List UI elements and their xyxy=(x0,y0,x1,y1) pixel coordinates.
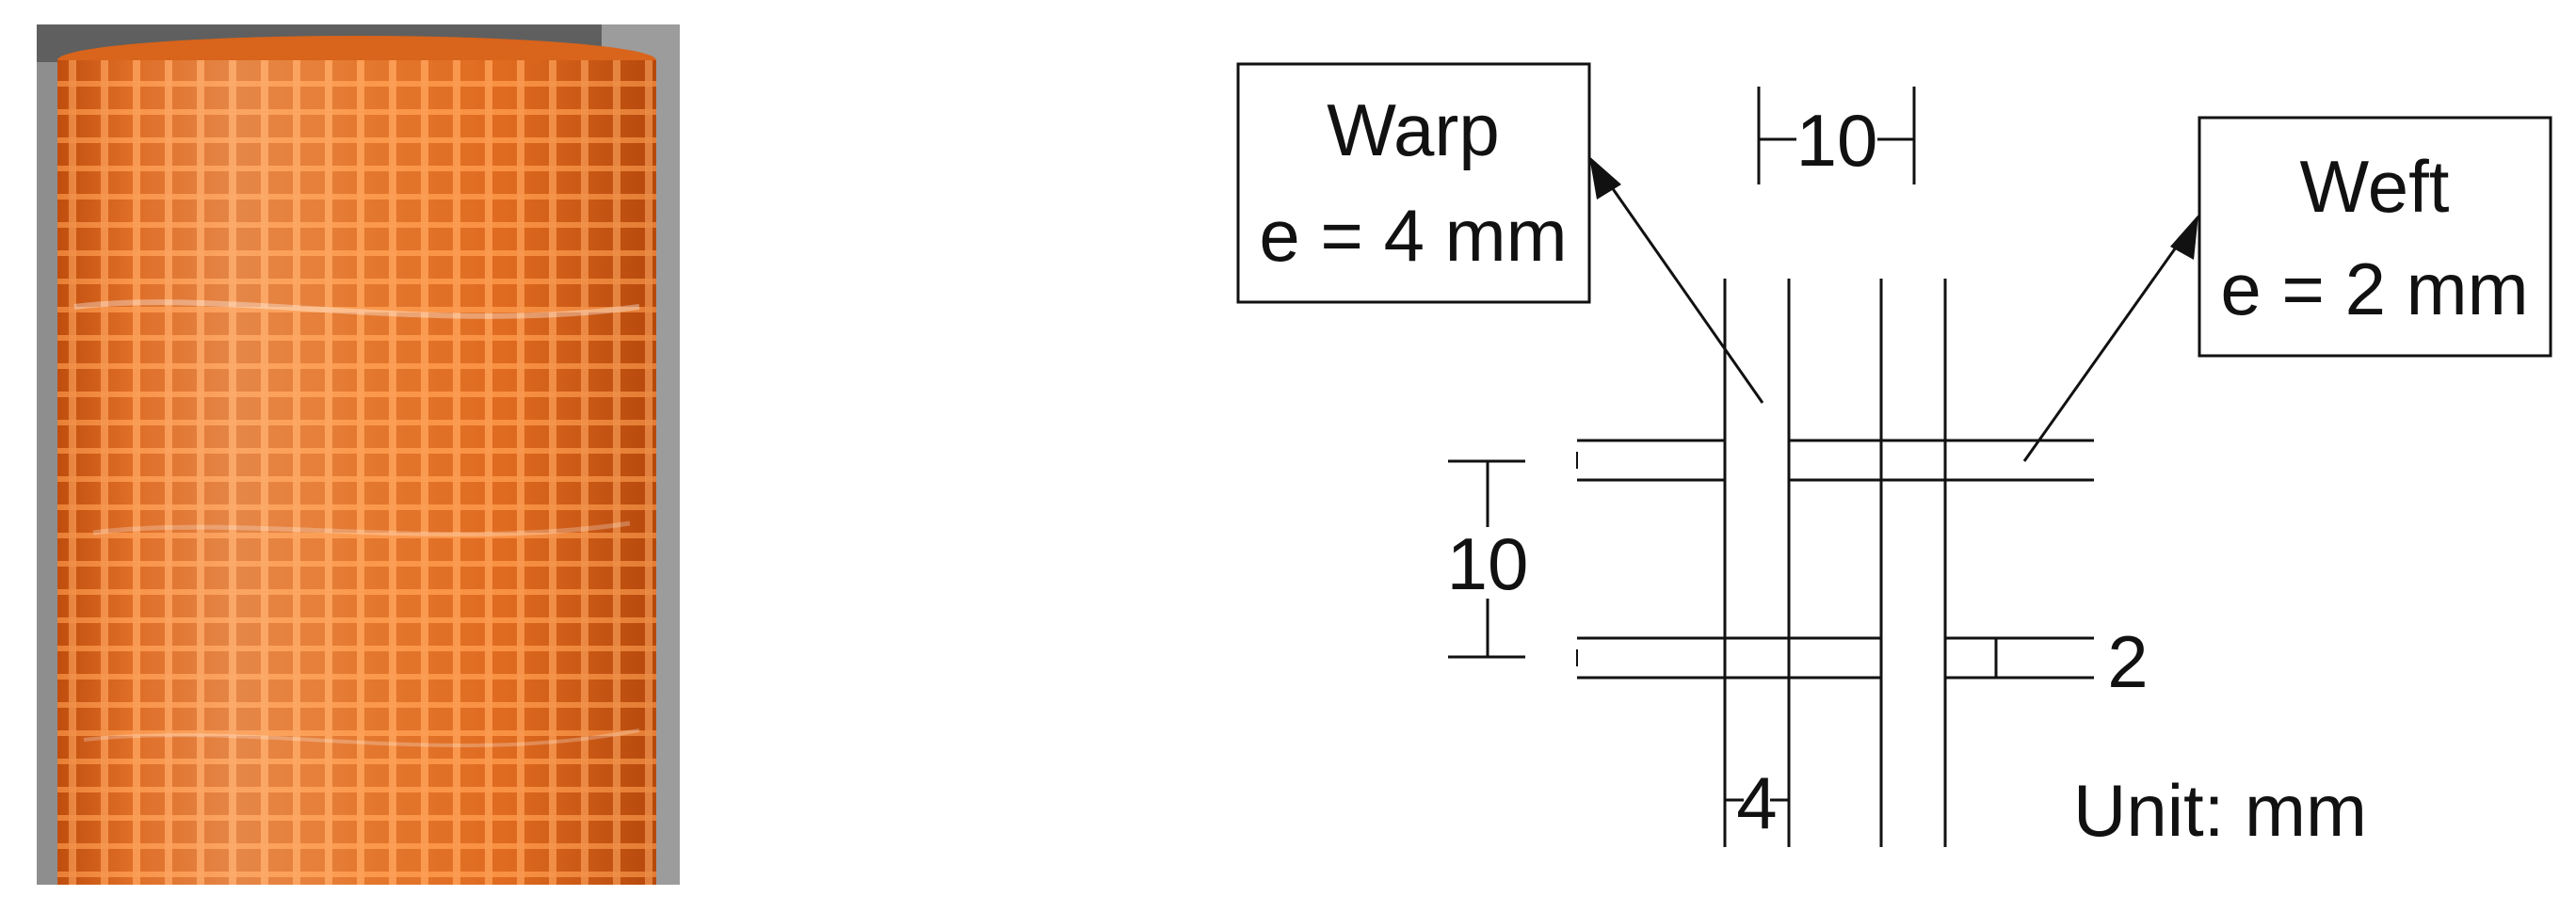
weft-strands xyxy=(1576,439,2094,680)
warp-label-box xyxy=(1236,62,1591,304)
plastic-wrap-gloss xyxy=(57,60,656,885)
dim-weft-thickness-label: 2 xyxy=(2107,620,2148,703)
weft-arrowhead xyxy=(2170,215,2198,260)
unit-label: Unit: mm xyxy=(2073,769,2367,852)
dim-warp-thickness-label: 4 xyxy=(1736,761,1777,844)
warp-label-line2: e = 4 mm xyxy=(1259,194,1567,277)
dim-left-marker xyxy=(1448,459,1525,659)
weft-label-line1: Weft xyxy=(2300,145,2450,228)
warp-label-line1: Warp xyxy=(1327,88,1499,171)
warp-strands xyxy=(1723,279,1947,847)
weft-leader-line xyxy=(2022,231,2189,462)
warp-arrowhead xyxy=(1589,156,1621,200)
weft-label-line2: e = 2 mm xyxy=(2220,248,2528,330)
dim-top-label: 10 xyxy=(1796,99,1878,182)
warp-leader-line xyxy=(1599,170,1764,404)
dim-top-marker xyxy=(1757,87,1916,184)
weft-label-box xyxy=(2198,116,2552,358)
dim-weft-thickness-marker xyxy=(1994,638,1998,678)
mesh-roll-photo xyxy=(37,24,680,885)
dim-left-label: 10 xyxy=(1447,522,1529,605)
